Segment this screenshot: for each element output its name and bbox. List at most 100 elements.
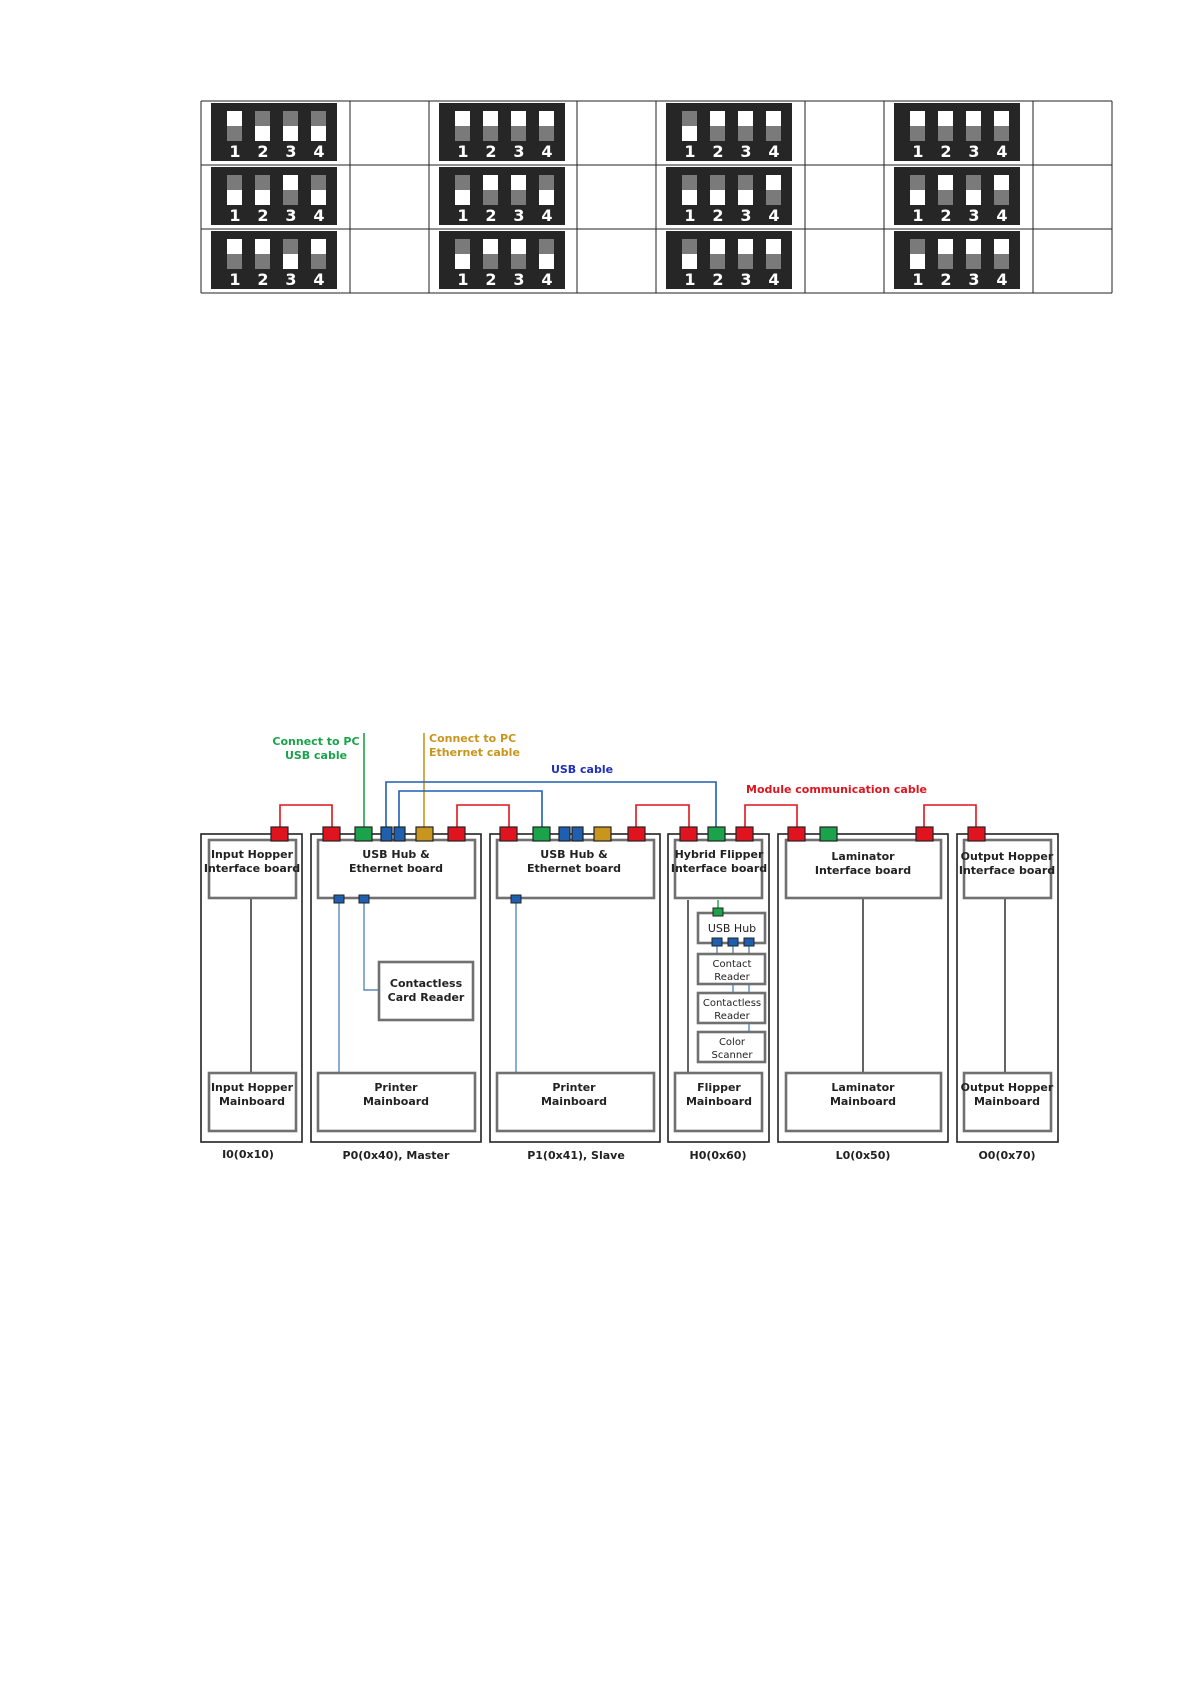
dip-slot-upper (483, 175, 498, 190)
p1-red-connector-right (627, 826, 646, 842)
dip-switch-number: 3 (968, 270, 979, 289)
l0-green-connector (819, 826, 838, 842)
l0-red-connector-right (915, 826, 934, 842)
dip-slot-lower (766, 190, 781, 205)
dip-slot-upper (994, 111, 1009, 126)
module-cable-l0-o0 (923, 804, 977, 828)
dip-slot-lower (910, 190, 925, 205)
dip-slot-upper (539, 239, 554, 254)
h0-flipper-mainboard (673, 1071, 764, 1133)
dip-slot-upper (539, 175, 554, 190)
dip-switch-number: 1 (912, 270, 923, 289)
p0-top-line1: USB Hub & (362, 848, 430, 861)
l0-bottom-line2: Mainboard (830, 1095, 896, 1108)
dip-switch-number: 1 (229, 206, 240, 225)
dip-slot-upper (539, 111, 554, 126)
dip-slot-lower (227, 190, 242, 205)
dip-slot-upper (766, 111, 781, 126)
dip-switch-number: 3 (285, 206, 296, 225)
dip-slot-upper (511, 111, 526, 126)
dip-slot-upper (966, 239, 981, 254)
dip-switch-number: 4 (996, 270, 1007, 289)
h0-contactless-line2: Reader (714, 1011, 750, 1022)
dip-switch-number: 4 (768, 270, 779, 289)
p0-gold-connector (415, 826, 434, 842)
dip-switch-number: 4 (768, 142, 779, 161)
dip-switch-number: 1 (229, 142, 240, 161)
dip-slot-lower (766, 126, 781, 141)
dip-slot-lower (738, 190, 753, 205)
h0-contact-line1: Contact (713, 959, 752, 970)
o0-top-line2: Interface board (959, 864, 1055, 877)
i0-top-line1: Input Hopper (211, 848, 294, 861)
dip-switch-number: 1 (684, 206, 695, 225)
caption-i0: I0(0x10) (222, 1148, 274, 1161)
dip-slot-upper (483, 239, 498, 254)
dip-slot-lower (227, 254, 242, 269)
dip-slot-upper (910, 239, 925, 254)
dip-slot-upper (938, 111, 953, 126)
dip-switch-number: 2 (712, 142, 723, 161)
h0-contactless-line1: Contactless (703, 998, 761, 1009)
h0-contactless-reader (696, 991, 767, 1025)
dip-slot-lower (483, 126, 498, 141)
eth-pc-label-line1: Connect to PC (429, 732, 516, 745)
dip-slot-lower (511, 254, 526, 269)
h0-red-connector-right (735, 826, 754, 842)
p0-contactless-card-reader (377, 960, 475, 1022)
dip-switch-number: 2 (712, 270, 723, 289)
dip-slot-lower (682, 190, 697, 205)
dip-switch-number: 3 (513, 142, 524, 161)
dip-slot-lower (283, 254, 298, 269)
p0-contactless-link (363, 900, 379, 991)
usb-ports (333, 894, 755, 947)
dip-slot-upper (511, 239, 526, 254)
p0-printer-mainboard (316, 1071, 477, 1133)
i0-bottom-line2: Mainboard (219, 1095, 285, 1108)
dip-slot-lower (994, 254, 1009, 269)
h0-color-scanner (696, 1030, 767, 1064)
p0-blue-connector-1 (380, 826, 393, 842)
dip-slot-upper (227, 175, 242, 190)
p0-bottom-line1: Printer (374, 1081, 418, 1094)
p1-red-connector-left (499, 826, 518, 842)
p0-usb-ethernet-board (316, 838, 477, 900)
dip-slot-upper (682, 175, 697, 190)
p0-green-connector (354, 826, 373, 842)
dip-slot-lower (539, 190, 554, 205)
dip-switch-number: 1 (457, 142, 468, 161)
dip-slot-upper (738, 111, 753, 126)
dip-slot-upper (283, 175, 298, 190)
dip-slot-upper (766, 175, 781, 190)
dip-slot-lower (483, 254, 498, 269)
dip-switch-number: 4 (996, 142, 1007, 161)
h0-hub-port-1 (711, 937, 723, 947)
dip-slot-lower (311, 254, 326, 269)
dip-switch-number: 1 (912, 206, 923, 225)
module-cable-i0-p0 (279, 804, 333, 828)
h0-green-connector (707, 826, 726, 842)
h0-hub-port-3 (743, 937, 755, 947)
dip-slot-upper (966, 111, 981, 126)
p1-green-connector (532, 826, 551, 842)
dip-slot-lower (539, 254, 554, 269)
o0-bottom-line1: Output Hopper (961, 1081, 1054, 1094)
dip-slot-lower (455, 126, 470, 141)
dip-switch-number: 3 (285, 142, 296, 161)
dip-slot-lower (738, 126, 753, 141)
h0-hub-port-2 (727, 937, 739, 947)
o0-output-hopper-mainboard (962, 1071, 1053, 1133)
eth-pc-label-line2: Ethernet cable (429, 746, 520, 759)
dip-slot-upper (455, 239, 470, 254)
p1-top-line1: USB Hub & (540, 848, 608, 861)
i0-bottom-line1: Input Hopper (211, 1081, 294, 1094)
dip-slot-lower (311, 190, 326, 205)
dip-switch-number: 2 (712, 206, 723, 225)
dip-switch-number: 1 (457, 206, 468, 225)
p0-usb-port-2 (358, 894, 370, 904)
dip-slot-upper (255, 111, 270, 126)
